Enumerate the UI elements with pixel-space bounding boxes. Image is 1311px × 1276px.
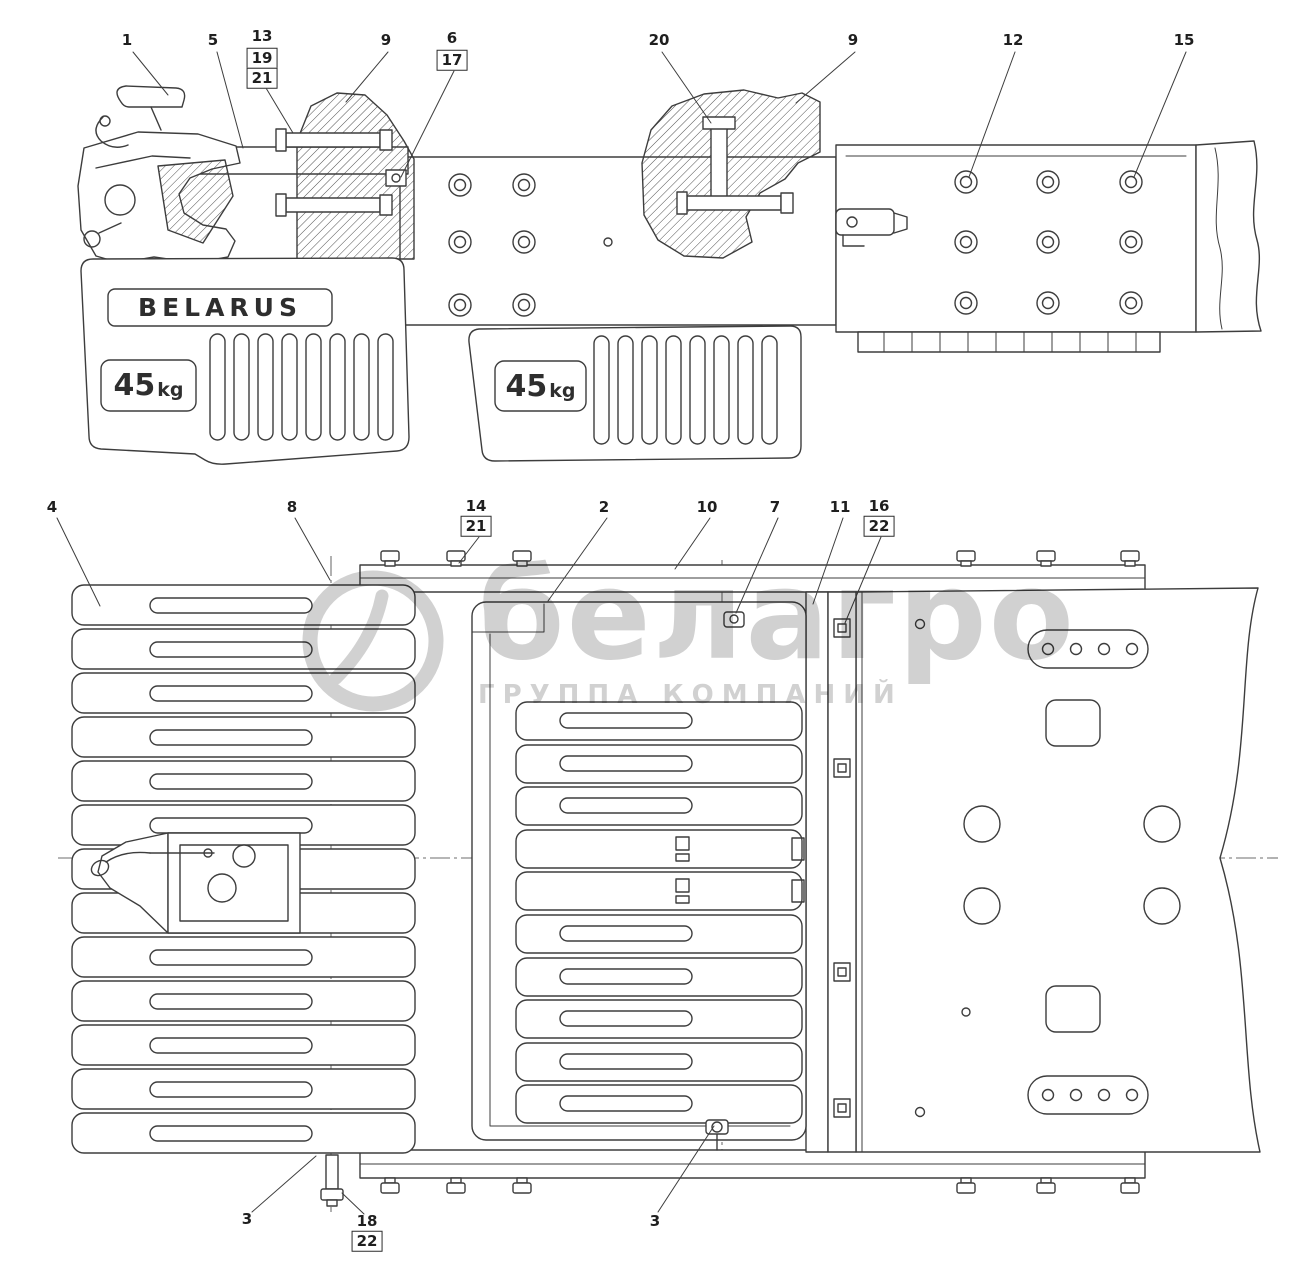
callout-6: 6: [446, 28, 458, 47]
serrated-strip: [857, 331, 1161, 353]
bottom-rail-bolts: [380, 1177, 1140, 1194]
callout-2: 2: [598, 497, 610, 516]
brand-plate-frame: [107, 288, 333, 327]
callout-21: 21: [460, 515, 492, 537]
side-view: [77, 85, 1262, 465]
hook-handle: [116, 85, 186, 108]
callout-18: 18: [356, 1211, 378, 1230]
lock-ring: [83, 230, 101, 248]
callout-16: 16: [868, 496, 890, 515]
callout-4: 4: [46, 497, 58, 516]
weight-value-label: 45 kg: [101, 360, 196, 411]
clamp-strips: [805, 591, 857, 1153]
weight-left: [80, 257, 410, 465]
callout-14: 14: [465, 496, 487, 515]
bracket-right-bolts: [676, 116, 794, 215]
callout-9: 9: [847, 30, 859, 49]
weight-value-label: 45 kg: [495, 361, 586, 411]
callout-21: 21: [246, 67, 278, 89]
weight-label-frame: [494, 360, 587, 412]
weight-value: 45: [113, 368, 156, 403]
clevis-assembly: [90, 832, 301, 934]
callout-5: 5: [207, 30, 219, 49]
callout-20: 20: [648, 30, 670, 49]
middle-weight-stack: [515, 701, 805, 1124]
bolt-group-left: [448, 173, 613, 317]
callout-15: 15: [1173, 30, 1195, 49]
hitch-hook: [77, 85, 241, 264]
callout-3: 3: [649, 1211, 661, 1230]
weight-slots: [593, 335, 778, 445]
bracket-left-bolts: [275, 128, 407, 217]
safety-pin: [99, 115, 111, 127]
plan-view: [58, 550, 1278, 1212]
frame-rail-break: [1195, 140, 1262, 333]
top-rail-bolts: [380, 550, 1140, 567]
brand-plate-label: BELARUS: [138, 293, 302, 322]
callout-12: 12: [1002, 30, 1024, 49]
weight-label-frame: [100, 359, 197, 412]
weight-unit: kg: [157, 379, 184, 401]
weight-slots: [209, 333, 394, 441]
callout-1: 1: [121, 30, 133, 49]
callout-22: 22: [351, 1230, 383, 1252]
callout-13: 13: [251, 26, 273, 45]
weight-middle: [468, 325, 802, 462]
leader-lines: [56, 51, 1187, 1215]
callout-7: 7: [769, 497, 781, 516]
callout-3: 3: [241, 1209, 253, 1228]
weight-value: 45: [505, 368, 548, 404]
callout-9: 9: [380, 30, 392, 49]
callout-11: 11: [829, 497, 851, 516]
callout-8: 8: [286, 497, 298, 516]
callout-22: 22: [863, 515, 895, 537]
weight-unit: kg: [549, 379, 576, 402]
latch-part: [835, 208, 908, 247]
right-plate-plan: [855, 587, 1261, 1153]
callout-17: 17: [436, 49, 468, 71]
callout-10: 10: [696, 497, 718, 516]
bolt-group-right: [954, 170, 1143, 315]
bracket-right: [641, 89, 821, 259]
strip-ticks: [883, 331, 1137, 353]
callout-19: 19: [246, 47, 278, 69]
